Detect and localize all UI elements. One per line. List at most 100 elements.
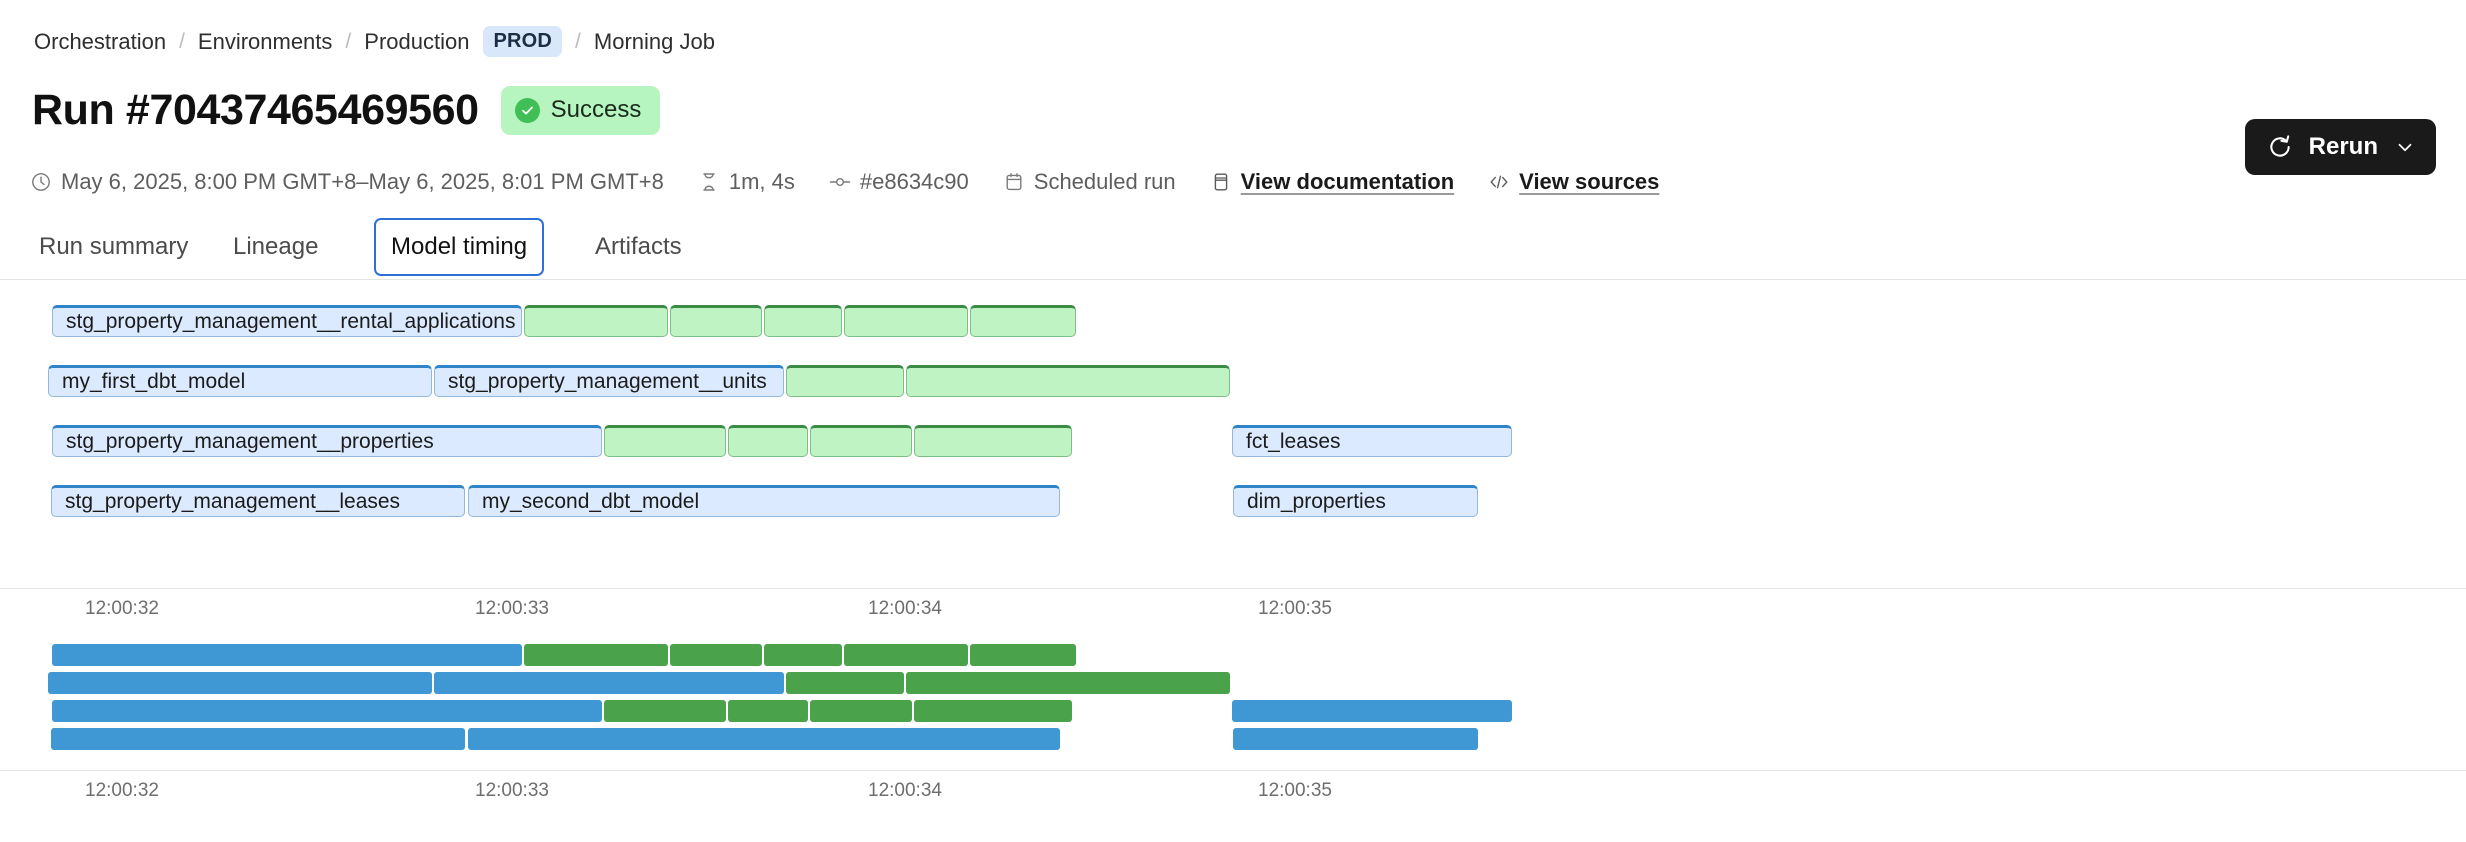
- breadcrumb-item-current[interactable]: Morning Job: [593, 28, 715, 54]
- meta-timestamp: May 6, 2025, 8:00 PM GMT+8–May 6, 2025, …: [30, 169, 664, 195]
- overview-bar-test[interactable]: [970, 644, 1076, 666]
- overview-bar-test[interactable]: [764, 644, 842, 666]
- gantt-bar-model[interactable]: fct_leases: [1232, 425, 1512, 457]
- gantt-bar-label: stg_property_management__rental_applicat…: [66, 310, 516, 333]
- rerun-button-label: Rerun: [2308, 133, 2378, 160]
- gantt-bar-model[interactable]: stg_property_management__properties: [52, 425, 602, 457]
- gantt-bar-test[interactable]: [914, 425, 1072, 457]
- gantt-bar-label: my_second_dbt_model: [482, 490, 700, 513]
- status-badge: Success: [500, 86, 661, 135]
- overview-axis-tick-label: 12:00:33: [475, 780, 549, 801]
- gantt-bar-test[interactable]: [906, 365, 1230, 397]
- overview-row: [0, 700, 2466, 726]
- gantt-bar-model[interactable]: stg_property_management__leases: [51, 485, 465, 517]
- meta-sources[interactable]: View sources: [1488, 169, 1659, 195]
- gantt-bar-test[interactable]: [844, 305, 968, 337]
- meta-timestamp-label: May 6, 2025, 8:00 PM GMT+8–May 6, 2025, …: [61, 169, 664, 194]
- breadcrumb-separator: /: [179, 30, 185, 53]
- overview-bar-test[interactable]: [810, 700, 912, 722]
- meta-duration-label: 1m, 4s: [728, 169, 795, 194]
- breadcrumb-separator: /: [345, 30, 352, 53]
- tab-model-timing[interactable]: Model timing: [374, 218, 545, 276]
- clock-icon: [30, 171, 52, 193]
- model-timing-gantt: stg_property_management__rental_applicat…: [0, 300, 2466, 619]
- gantt-bar-test[interactable]: [810, 425, 912, 457]
- gantt-bar-model[interactable]: stg_property_management__units: [434, 365, 784, 397]
- overview-bar-test[interactable]: [728, 700, 808, 722]
- gantt-bar-test[interactable]: [764, 305, 842, 337]
- gantt-bar-label: stg_property_management__properties: [66, 430, 434, 453]
- breadcrumb-item-orchestration[interactable]: Orchestration: [34, 28, 167, 54]
- overview-bar-test[interactable]: [914, 700, 1072, 722]
- git-commit-icon: [829, 171, 851, 193]
- code-icon: [1488, 171, 1510, 193]
- view-documentation-link[interactable]: View documentation: [1240, 169, 1455, 194]
- overview-bar-test[interactable]: [786, 672, 904, 694]
- meta-documentation[interactable]: View documentation: [1210, 169, 1455, 195]
- gantt-bar-test[interactable]: [728, 425, 808, 457]
- meta-duration: 1m, 4s: [698, 169, 795, 195]
- overview-bar-test[interactable]: [844, 644, 968, 666]
- meta-commit-label: #e8634c90: [859, 169, 969, 194]
- tab-artifacts[interactable]: Artifacts: [595, 233, 682, 260]
- tab-run-summary[interactable]: Run summary: [39, 233, 189, 260]
- rerun-button[interactable]: Rerun: [2244, 119, 2436, 175]
- title-row: Run #70437465469560 Success: [32, 86, 661, 135]
- gantt-bar-label: fct_leases: [1246, 430, 1341, 453]
- meta-trigger-label: Scheduled run: [1033, 169, 1176, 194]
- overview-bar-test[interactable]: [604, 700, 726, 722]
- gantt-bar-test[interactable]: [970, 305, 1076, 337]
- gantt-bar-test[interactable]: [524, 305, 668, 337]
- gantt-row: stg_property_management__properties fct_l…: [0, 425, 2466, 465]
- overview-axis: 12:00:32 12:00:33 12:00:34 12:00:35: [0, 770, 2466, 810]
- gantt-bar-test[interactable]: [786, 365, 904, 397]
- overview-bar-model[interactable]: [468, 728, 1060, 750]
- view-sources-link[interactable]: View sources: [1519, 169, 1660, 194]
- axis-tick-label: 12:00:35: [1258, 598, 1332, 619]
- overview-row: [0, 728, 2466, 754]
- overview-bar-test[interactable]: [906, 672, 1230, 694]
- overview-bar-model[interactable]: [48, 672, 432, 694]
- run-meta-row: May 6, 2025, 8:00 PM GMT+8–May 6, 2025, …: [30, 168, 1659, 196]
- overview-axis-tick-label: 12:00:35: [1258, 780, 1332, 801]
- status-badge-label: Success: [550, 96, 642, 123]
- gantt-bar-label: my_first_dbt_model: [62, 370, 246, 393]
- breadcrumb-item-production[interactable]: Production: [364, 28, 470, 54]
- tab-bar: Run summary Lineage Model timing Artifac…: [0, 218, 2466, 280]
- overview-row: [0, 672, 2466, 698]
- axis-tick-label: 12:00:32: [85, 598, 159, 619]
- gantt-row: my_first_dbt_model stg_property_managemen…: [0, 365, 2466, 405]
- overview-bar-model[interactable]: [51, 728, 465, 750]
- tab-lineage[interactable]: Lineage: [233, 233, 319, 260]
- model-timing-overview[interactable]: 12:00:32 12:00:33 12:00:34 12:00:35: [0, 640, 2466, 820]
- gantt-bar-test[interactable]: [670, 305, 762, 337]
- gantt-bar-test[interactable]: [604, 425, 726, 457]
- gantt-row: stg_property_management__leases my_second…: [0, 485, 2466, 525]
- gantt-bar-model[interactable]: stg_property_management__rental_applicat…: [52, 305, 522, 337]
- overview-bar-model[interactable]: [1232, 700, 1512, 722]
- breadcrumb-separator: /: [575, 30, 581, 53]
- overview-bar-model[interactable]: [1233, 728, 1478, 750]
- overview-row: [0, 644, 2466, 670]
- meta-trigger: Scheduled run: [1003, 169, 1176, 195]
- gantt-bar-model[interactable]: my_first_dbt_model: [48, 365, 432, 397]
- overview-bar-test[interactable]: [670, 644, 762, 666]
- page-title: Run #70437465469560: [32, 86, 479, 134]
- overview-bar-model[interactable]: [434, 672, 784, 694]
- overview-bar-test[interactable]: [524, 644, 668, 666]
- refresh-icon: [2267, 134, 2293, 160]
- gantt-row: stg_property_management__rental_applicat…: [0, 305, 2466, 345]
- overview-bar-model[interactable]: [52, 700, 602, 722]
- chevron-down-icon[interactable]: [2394, 136, 2416, 158]
- gantt-bar-label: stg_property_management__units: [448, 370, 767, 393]
- gantt-bar-model[interactable]: dim_properties: [1233, 485, 1478, 517]
- book-icon: [1210, 171, 1232, 193]
- overview-bar-model[interactable]: [52, 644, 522, 666]
- hourglass-icon: [698, 171, 720, 193]
- axis-tick-label: 12:00:34: [868, 598, 942, 619]
- overview-axis-tick-label: 12:00:34: [868, 780, 942, 801]
- gantt-bar-model[interactable]: my_second_dbt_model: [468, 485, 1060, 517]
- breadcrumb-item-environments[interactable]: Environments: [197, 28, 333, 54]
- overview-axis-tick-label: 12:00:32: [85, 780, 159, 801]
